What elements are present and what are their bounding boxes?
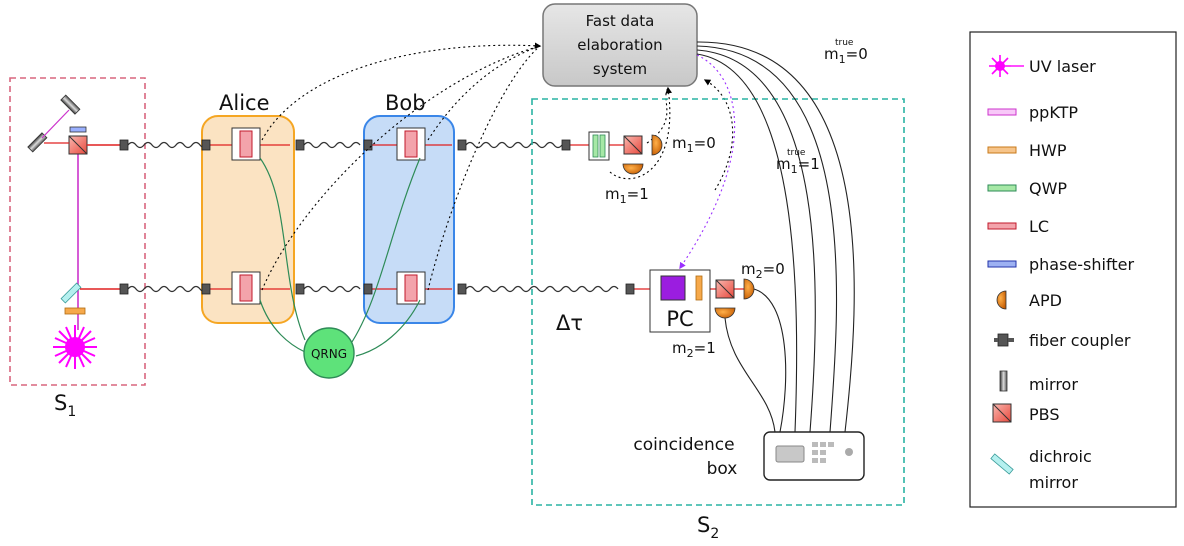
s1-source-box: [9, 77, 146, 386]
legend-uv-laser-icon: [989, 55, 1024, 77]
apd-upper-1: [622, 163, 644, 175]
coincidence-label-2: box: [707, 459, 738, 479]
legend-phase-shifter-icon: [987, 260, 1017, 268]
legend-dichroic-mirror-icon: [990, 453, 1014, 475]
legend-mirror-icon: [999, 370, 1008, 392]
legend-qwp-icon: [987, 184, 1017, 192]
s2-label: S2: [697, 513, 719, 542]
lc-elements: [231, 127, 426, 305]
fiber-links: [127, 141, 619, 293]
svg-text:fiber coupler: fiber coupler: [1029, 331, 1131, 350]
svg-text:m1=0: m1=0: [824, 45, 868, 66]
fast-data-line2: elaboration: [577, 36, 662, 54]
pockels-cell: [660, 275, 686, 301]
svg-text:true: true: [835, 38, 854, 48]
svg-text:m2=1: m2=1: [672, 339, 716, 360]
svg-text:ppKTP: ppKTP: [1029, 103, 1078, 122]
legend-items: UV laser ppKTP HWP QWP LC phase-shifter …: [987, 55, 1134, 492]
fast-data-line3: system: [593, 60, 647, 78]
svg-text:HWP: HWP: [1029, 141, 1067, 160]
legend-ppktp-icon: [987, 108, 1017, 116]
qwp-holder: [588, 131, 610, 161]
pc-label: PC: [666, 307, 693, 331]
coincidence-cables: [696, 41, 855, 433]
pc-control-link: [679, 54, 736, 270]
qrng-node: QRNG: [259, 157, 421, 379]
source-plate: [69, 126, 87, 133]
legend-pbs-icon: [992, 403, 1012, 423]
apd-lower-1: [714, 307, 736, 319]
coincidence-label-1: coincidence: [633, 435, 734, 455]
source-mirror-top: [60, 94, 81, 115]
fast-data-line1: Fast data: [586, 12, 655, 30]
fast-data-elaboration-system: Fast data elaboration system: [542, 3, 698, 87]
svg-text:m1=1: m1=1: [776, 155, 820, 176]
legend-hwp-icon: [987, 146, 1017, 154]
svg-text:PBS: PBS: [1029, 405, 1060, 424]
svg-text:dichroic: dichroic: [1029, 447, 1092, 466]
uv-laser-icon: [53, 325, 97, 369]
svg-text:APD: APD: [1029, 291, 1062, 310]
s1-label: S1: [54, 391, 76, 420]
dichroic-mirror: [60, 282, 82, 304]
delay-label: Δτ: [556, 311, 583, 335]
pump-hwp: [64, 307, 86, 315]
apd-lower-0: [743, 278, 755, 300]
bob-label: Bob: [385, 91, 426, 115]
legend-lc-icon: [987, 222, 1017, 230]
s2-measurement-box: [531, 98, 905, 506]
alice-label: Alice: [219, 91, 270, 115]
svg-text:LC: LC: [1029, 217, 1049, 236]
outcome-labels: m1=0 m1=1 m2=0 m2=1 m1=0 true m1=1 true: [605, 38, 868, 360]
coincidence-box: [763, 431, 865, 481]
lower-hwp: [695, 275, 703, 301]
svg-text:QWP: QWP: [1029, 179, 1067, 198]
svg-text:m2=0: m2=0: [741, 260, 785, 281]
svg-text:mirror: mirror: [1029, 473, 1078, 492]
svg-text:mirror: mirror: [1029, 375, 1078, 394]
legend-apd-icon: [996, 290, 1007, 310]
apd-upper-0: [651, 134, 663, 156]
svg-text:m1=1: m1=1: [605, 185, 649, 206]
svg-text:phase-shifter: phase-shifter: [1029, 255, 1134, 274]
legend-fiber-coupler-icon: [994, 333, 1014, 347]
svg-text:UV laser: UV laser: [1029, 57, 1096, 76]
qrng-label: QRNG: [311, 347, 347, 361]
svg-text:true: true: [787, 148, 806, 158]
fiber-coupler-icons: [119, 139, 635, 295]
svg-text:m1=0: m1=0: [672, 134, 716, 155]
bob-box: [363, 115, 455, 324]
